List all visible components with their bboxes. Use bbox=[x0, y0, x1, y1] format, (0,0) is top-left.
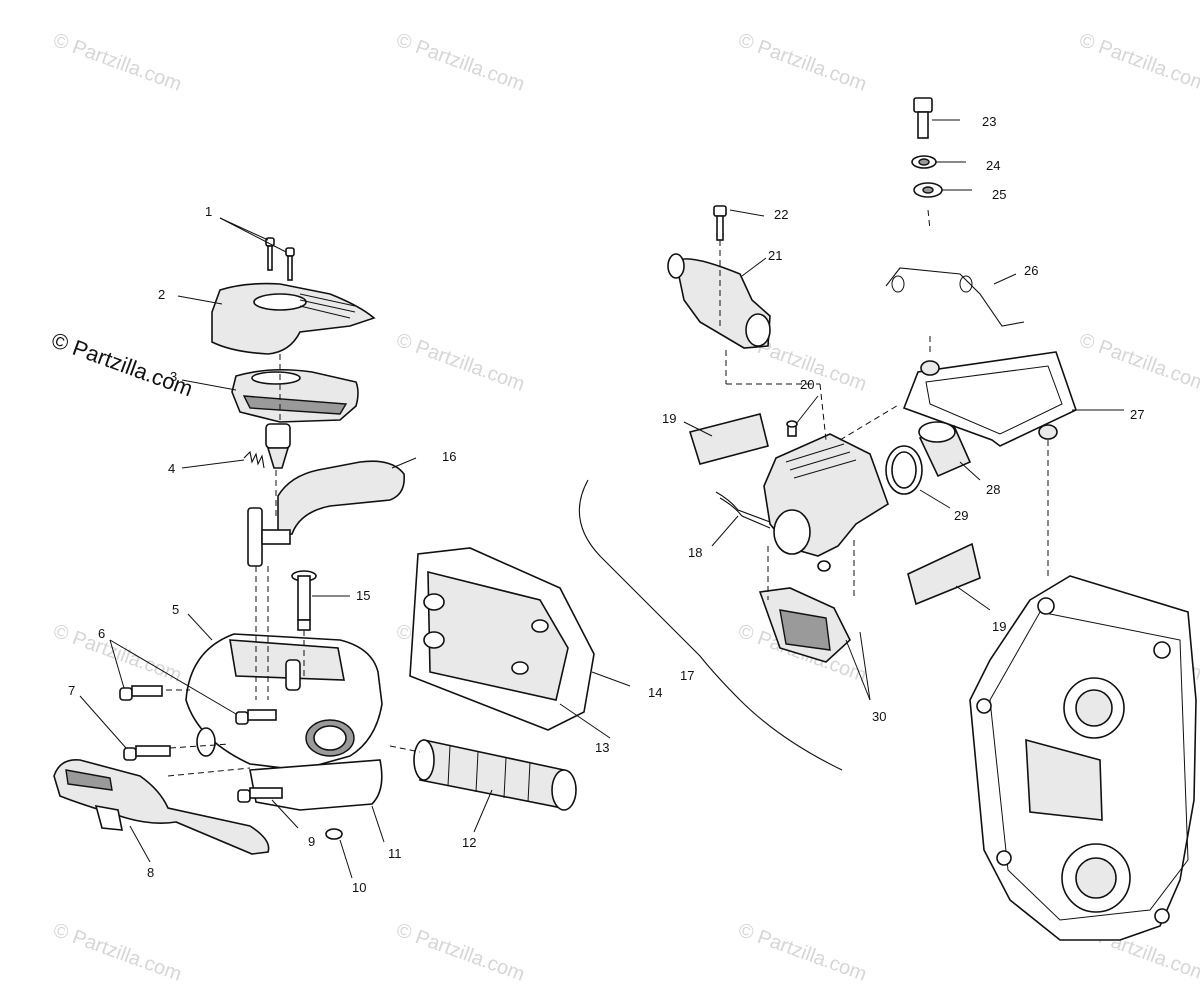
guide-lines-right bbox=[719, 209, 1049, 600]
callout-6: 6 bbox=[98, 626, 105, 641]
callout-18: 18 bbox=[688, 545, 702, 560]
leader-lines bbox=[79, 119, 1124, 879]
part-12-grip bbox=[413, 739, 577, 811]
part-6-screws bbox=[119, 685, 277, 725]
callout-12: 12 bbox=[462, 835, 476, 850]
part-27-bracket bbox=[902, 351, 1077, 447]
watermark-tile: © Partzilla.com bbox=[735, 919, 869, 986]
callout-13: 13 bbox=[595, 740, 609, 755]
part-18-line bbox=[715, 491, 771, 529]
part-25-washer bbox=[913, 182, 943, 198]
part-16-throttle-lever bbox=[247, 460, 406, 567]
callout-20: 20 bbox=[800, 377, 814, 392]
guide-lines-left bbox=[166, 354, 421, 777]
part-chaincase-cover bbox=[969, 575, 1197, 941]
watermark-tile: © Partzilla.com bbox=[1076, 29, 1200, 96]
callout-11: 11 bbox=[388, 846, 402, 861]
part-17-boundary bbox=[578, 479, 843, 771]
part-24-washer bbox=[911, 155, 937, 169]
watermark-tile: © Partzilla.com bbox=[735, 29, 869, 96]
part-20-bleeder bbox=[786, 420, 798, 437]
callout-22: 22 bbox=[774, 207, 788, 222]
part-3-gasket bbox=[231, 368, 359, 423]
callout-27: 27 bbox=[1130, 407, 1144, 422]
part-8-brake-lever bbox=[53, 759, 270, 855]
part-7-screw bbox=[123, 745, 171, 761]
callout-25: 25 bbox=[992, 187, 1006, 202]
callout-15: 15 bbox=[356, 588, 370, 603]
callout-10: 10 bbox=[352, 880, 366, 895]
callout-2: 2 bbox=[158, 287, 165, 302]
watermark-tile: © Partzilla.com bbox=[393, 29, 527, 96]
callout-24: 24 bbox=[986, 158, 1000, 173]
callout-28: 28 bbox=[986, 482, 1000, 497]
callout-29: 29 bbox=[954, 508, 968, 523]
part-9-screw bbox=[237, 787, 283, 803]
watermark-tile: © Partzilla.com bbox=[50, 620, 184, 687]
callout-19-lower: 19 bbox=[992, 619, 1006, 634]
part-caliper-body bbox=[763, 433, 889, 572]
watermark-tile: © Partzilla.com bbox=[393, 329, 527, 396]
callout-7: 7 bbox=[68, 683, 75, 698]
callout-21: 21 bbox=[768, 248, 782, 263]
watermark-tile: © Partzilla.com bbox=[50, 29, 184, 96]
watermark-tile: © Partzilla.com bbox=[50, 919, 184, 986]
part-22-bolt bbox=[713, 205, 727, 241]
callout-17: 17 bbox=[680, 668, 694, 683]
callout-23: 23 bbox=[982, 114, 996, 129]
part-13-14-side-cover bbox=[409, 547, 595, 731]
part-11-lower-housing bbox=[249, 759, 383, 811]
callout-1: 1 bbox=[205, 204, 212, 219]
watermark-tile: © Partzilla.com bbox=[1076, 329, 1200, 396]
callout-5: 5 bbox=[172, 602, 179, 617]
watermark-main: © Partzilla.com bbox=[48, 327, 196, 401]
callout-3: 3 bbox=[170, 369, 177, 384]
part-plunger bbox=[265, 423, 291, 469]
callout-8: 8 bbox=[147, 865, 154, 880]
part-10-clip bbox=[325, 828, 343, 840]
part-2-top-cover bbox=[211, 282, 376, 355]
part-30-brake-pads bbox=[758, 587, 851, 663]
part-15-pin bbox=[291, 570, 317, 631]
callout-16: 16 bbox=[442, 449, 456, 464]
part-21-banjo-fitting bbox=[667, 253, 771, 349]
part-19-shim-lower bbox=[907, 542, 981, 606]
part-26-spring-clip bbox=[885, 267, 1025, 327]
callout-26: 26 bbox=[1024, 263, 1038, 278]
part-5-housing bbox=[185, 633, 383, 771]
callout-30: 30 bbox=[872, 709, 886, 724]
callout-14: 14 bbox=[648, 685, 662, 700]
part-29-seal-ring bbox=[885, 445, 923, 495]
part-19-shim-upper bbox=[688, 413, 769, 465]
part-23-bolt bbox=[913, 97, 933, 139]
callout-9: 9 bbox=[308, 834, 315, 849]
part-4-spring bbox=[243, 450, 265, 469]
callout-numbers: 1 2 3 4 5 6 7 8 9 10 11 12 13 14 15 16 1… bbox=[68, 114, 1144, 895]
callout-4: 4 bbox=[168, 461, 175, 476]
part-28-piston bbox=[918, 421, 972, 478]
callout-19-upper: 19 bbox=[662, 411, 676, 426]
watermark-tile: © Partzilla.com bbox=[393, 919, 527, 986]
